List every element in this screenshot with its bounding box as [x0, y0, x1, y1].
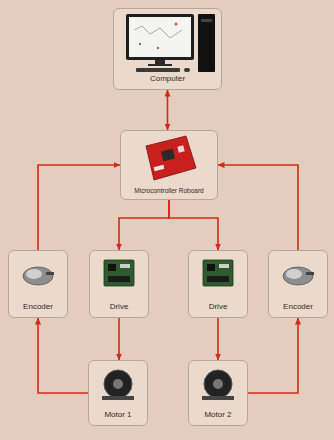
node-label: Microcontroller Roboard: [134, 187, 203, 194]
screen-dot: [175, 23, 178, 26]
computer-icon: [126, 14, 215, 72]
process-box: Encoder: [268, 250, 328, 318]
motor-icon: [102, 370, 134, 400]
node-label: Drive: [209, 303, 228, 312]
encoder-icon: [283, 267, 314, 285]
terminal-block: [108, 276, 130, 282]
motor-hub: [213, 379, 223, 389]
encoder-shaft: [46, 272, 54, 275]
motor-bracket: [102, 396, 134, 400]
component: [207, 264, 215, 271]
component: [108, 264, 116, 271]
screen-dot: [157, 47, 159, 49]
screen-graph: [134, 26, 182, 38]
signal-arrow: [169, 200, 218, 250]
encoder-body: [23, 267, 53, 285]
drive-bay: [201, 19, 212, 22]
drive-board: [203, 260, 233, 286]
mouse: [184, 68, 190, 72]
process-box: Motor 2: [188, 360, 248, 426]
node-label: Motor 2: [204, 411, 231, 420]
connector: [154, 165, 165, 171]
encoder-disc: [26, 269, 42, 279]
chip: [161, 149, 175, 162]
encoder-shaft: [306, 272, 314, 275]
signal-arrow: [38, 318, 88, 393]
monitor-base: [148, 64, 172, 66]
component: [219, 264, 229, 268]
process-box: Computer: [113, 8, 222, 90]
process-box: Encoder: [8, 250, 68, 318]
node-label: Encoder: [23, 303, 53, 312]
screen-dot: [139, 43, 141, 45]
drive-icon: [203, 260, 233, 286]
connector: [177, 145, 184, 152]
process-box: Drive: [89, 250, 149, 318]
signal-arrow: [217, 318, 219, 360]
node-label: Drive: [110, 303, 129, 312]
signal-arrow: [119, 200, 169, 250]
component: [120, 264, 130, 268]
motor-bracket: [202, 396, 234, 400]
monitor-screen: [129, 17, 191, 57]
roboard-icon: [146, 136, 196, 180]
monitor-stand: [155, 60, 165, 65]
node-label: Encoder: [283, 303, 313, 312]
drive-icon: [104, 260, 134, 286]
motor-hub: [113, 379, 123, 389]
process-box: Drive: [188, 250, 248, 318]
signal-arrow: [167, 90, 169, 130]
encoder-icon: [23, 267, 54, 285]
drive-board: [104, 260, 134, 286]
signal-arrow: [38, 165, 120, 250]
circuit-board: [146, 136, 196, 180]
encoder-body: [283, 267, 313, 285]
node-label: Motor 1: [104, 411, 131, 420]
keyboard: [136, 68, 180, 72]
signal-arrow: [118, 318, 120, 360]
motor-icon: [202, 370, 234, 400]
signal-arrow: [248, 318, 298, 393]
process-box: Motor 1: [88, 360, 148, 426]
motor-body: [104, 370, 132, 398]
motor-body: [204, 370, 232, 398]
pc-tower: [198, 14, 215, 72]
process-box: Microcontroller Roboard: [120, 130, 218, 200]
encoder-disc: [286, 269, 302, 279]
terminal-block: [207, 276, 229, 282]
monitor-frame: [126, 14, 194, 60]
signal-arrow: [218, 165, 298, 250]
node-label: Computer: [150, 75, 185, 84]
